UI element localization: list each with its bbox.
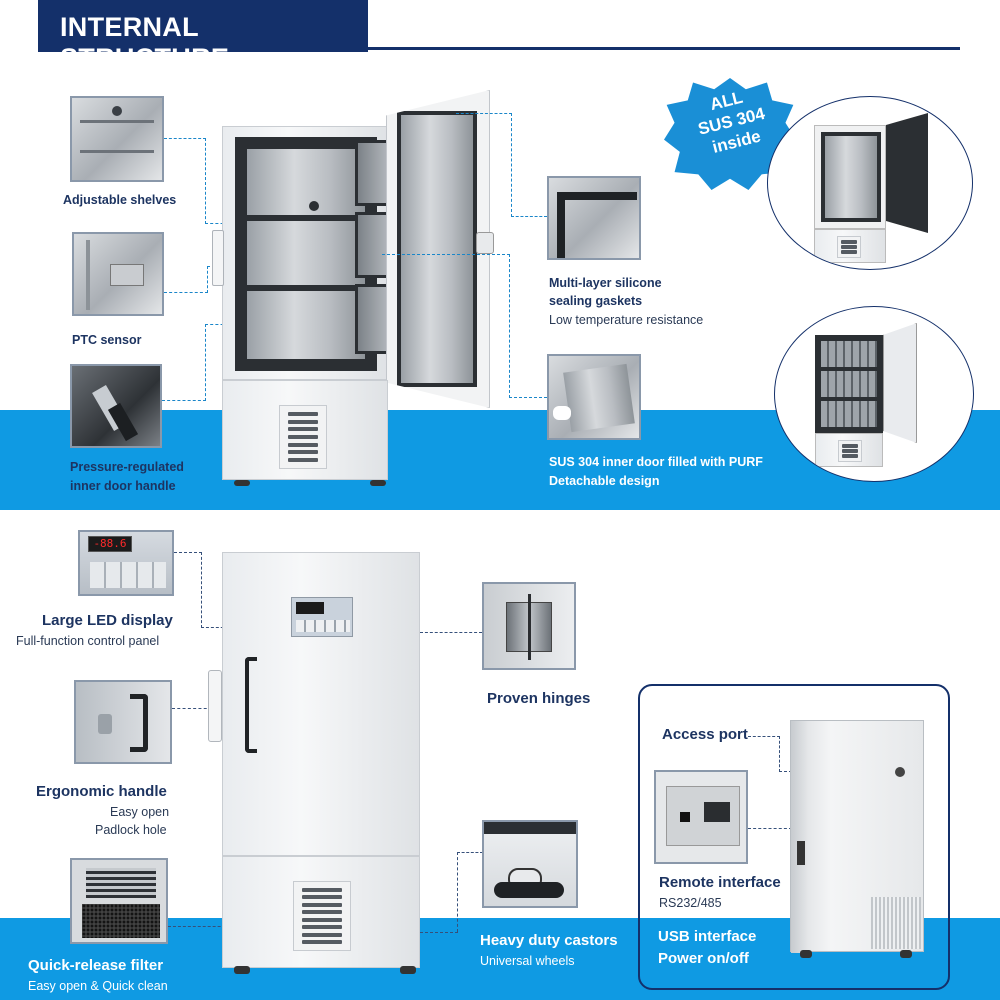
connector-line [456,113,512,114]
connector-line [164,138,206,139]
ptc-sensor-thumbnail [72,232,164,316]
connector-line [382,254,510,255]
hinges-label: Proven hinges [487,690,591,707]
handle-label-line2: inner door handle [70,479,176,493]
adjustable-shelves-label: Adjustable shelves [63,193,177,207]
filter-sub: Easy open & Quick clean [28,979,168,993]
filter-thumbnail [70,858,168,944]
filter-label: Quick-release filter [28,957,164,974]
castor-icon [370,480,386,486]
access-port-label: Access port [662,726,748,743]
power-label: Power on/off [658,950,749,967]
connector-line [509,254,510,398]
ergonomic-handle-sub2: Padlock hole [95,823,167,837]
usb-interface-label: USB interface [658,928,757,945]
castor-icon [234,966,250,974]
ergonomic-handle-label: Ergonomic handle [36,783,167,800]
connector-line [511,113,512,217]
gasket-label-line2: sealing gaskets [549,294,643,308]
gasket-sub-label: Low temperature resistance [549,313,704,327]
vent-grille [279,405,327,469]
connector-line [420,632,482,633]
inner-door-label-line1: SUS 304 inner door filled with PURF [549,455,763,469]
door-latch-icon [476,232,494,254]
castors-label: Heavy duty castors [480,932,618,949]
connector-line [172,708,212,709]
connector-line [205,324,206,401]
ergonomic-handle-sub1: Easy open [110,805,170,819]
castor-icon [800,950,812,958]
connector-line [748,736,780,737]
outer-door [386,90,490,408]
connector-line [748,828,792,829]
connector-line [457,852,458,932]
led-readout: -88.6 [88,536,132,552]
connector-line [201,552,202,628]
front-handle-icon [245,657,257,753]
door-handle-thumbnail [70,364,162,448]
control-panel-thumbnail: -88.6 [78,530,174,596]
freezer-base-closed [222,856,420,968]
freezer-rear-view [790,720,924,953]
connector-line [779,736,780,772]
ergonomic-handle-thumbnail [74,680,172,764]
castor-icon [400,966,416,974]
connector-line [420,932,458,933]
castor-icon [234,480,250,486]
castors-sub: Universal wheels [480,954,575,968]
connector-line [457,852,483,853]
gasket-thumbnail [547,176,641,260]
outer-handle-icon [212,230,224,286]
connector-line [174,552,202,553]
led-display-sub: Full-function control panel [16,634,160,648]
inner-door-thumbnail [547,354,641,440]
connector-line [511,216,547,217]
padlock-latch-icon [208,670,222,742]
freezer-cabinet-closed [222,552,420,856]
remote-interface-label: Remote interface [659,874,781,891]
front-control-panel [291,597,353,637]
vent-grille [293,881,351,951]
ptc-sensor-label: PTC sensor [72,333,142,347]
connector-line [205,138,206,224]
connector-line [164,292,208,293]
gasket-label-line1: Multi-layer silicone [549,276,662,290]
shelves-thumbnail [70,96,164,182]
title-underline [368,47,960,50]
hinge-thumbnail [482,582,576,670]
rear-view-box [638,684,950,990]
remote-interface-thumbnail [654,770,748,864]
inner-door-label-line2: Detachable design [549,474,660,488]
led-display-label: Large LED display [42,612,173,629]
connector-line [509,397,547,398]
freezer-view-circle-top [767,96,973,270]
connector-line [207,266,208,293]
freezer-view-circle-bottom [774,306,974,482]
connector-line [162,400,206,401]
handle-label-line1: Pressure-regulated [70,460,184,474]
page-title: INTERNAL STRUCTURE [38,0,368,73]
castor-thumbnail [482,820,578,908]
freezer-base [222,380,388,480]
remote-interface-sub: RS232/485 [659,896,722,910]
castor-icon [900,950,912,958]
